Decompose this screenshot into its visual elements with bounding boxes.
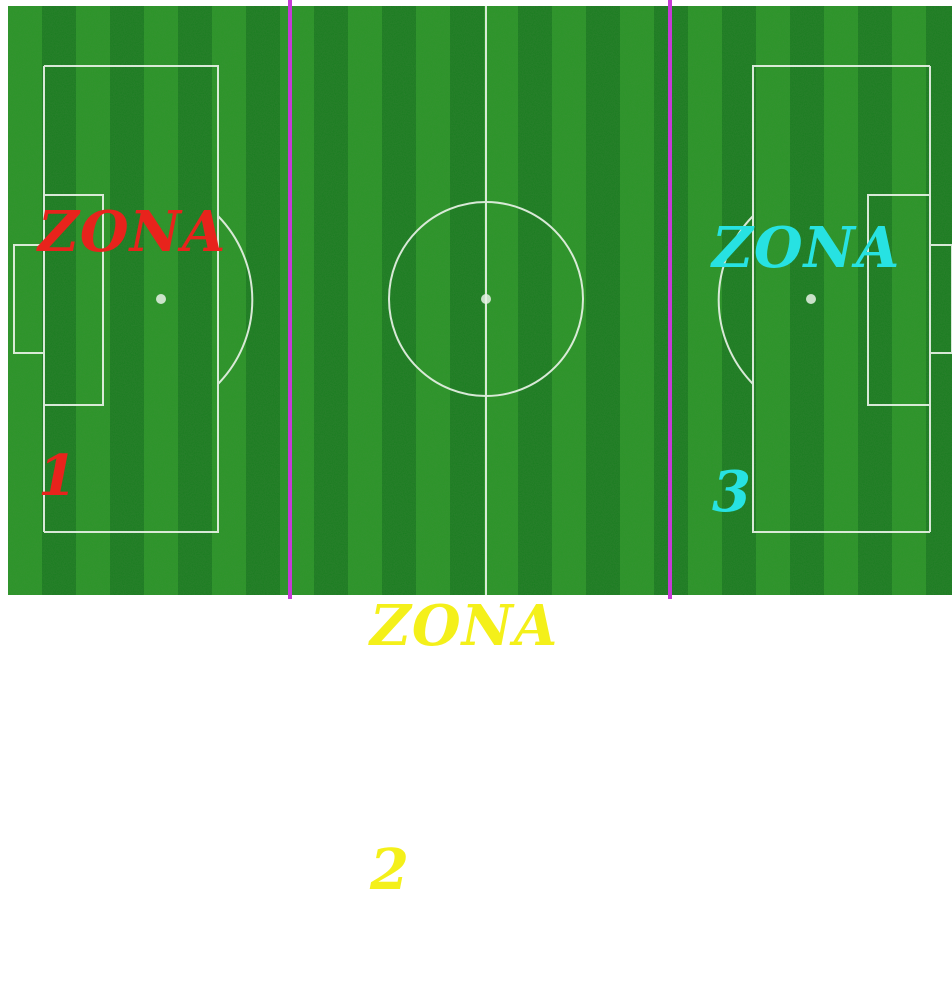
- centre-spot: [481, 294, 491, 304]
- zone-1-number: 1: [38, 436, 226, 517]
- zone-3-word: ZONA: [712, 208, 900, 289]
- zone-3-number: 3: [712, 452, 900, 533]
- zone-1-word: ZONA: [38, 192, 226, 273]
- zone-3-label: ZONA 3: [712, 46, 900, 614]
- zone-1-label: ZONA 1: [38, 30, 226, 598]
- zone-2-number: 2: [370, 830, 558, 911]
- zone-2-label: ZONA 2: [370, 424, 558, 992]
